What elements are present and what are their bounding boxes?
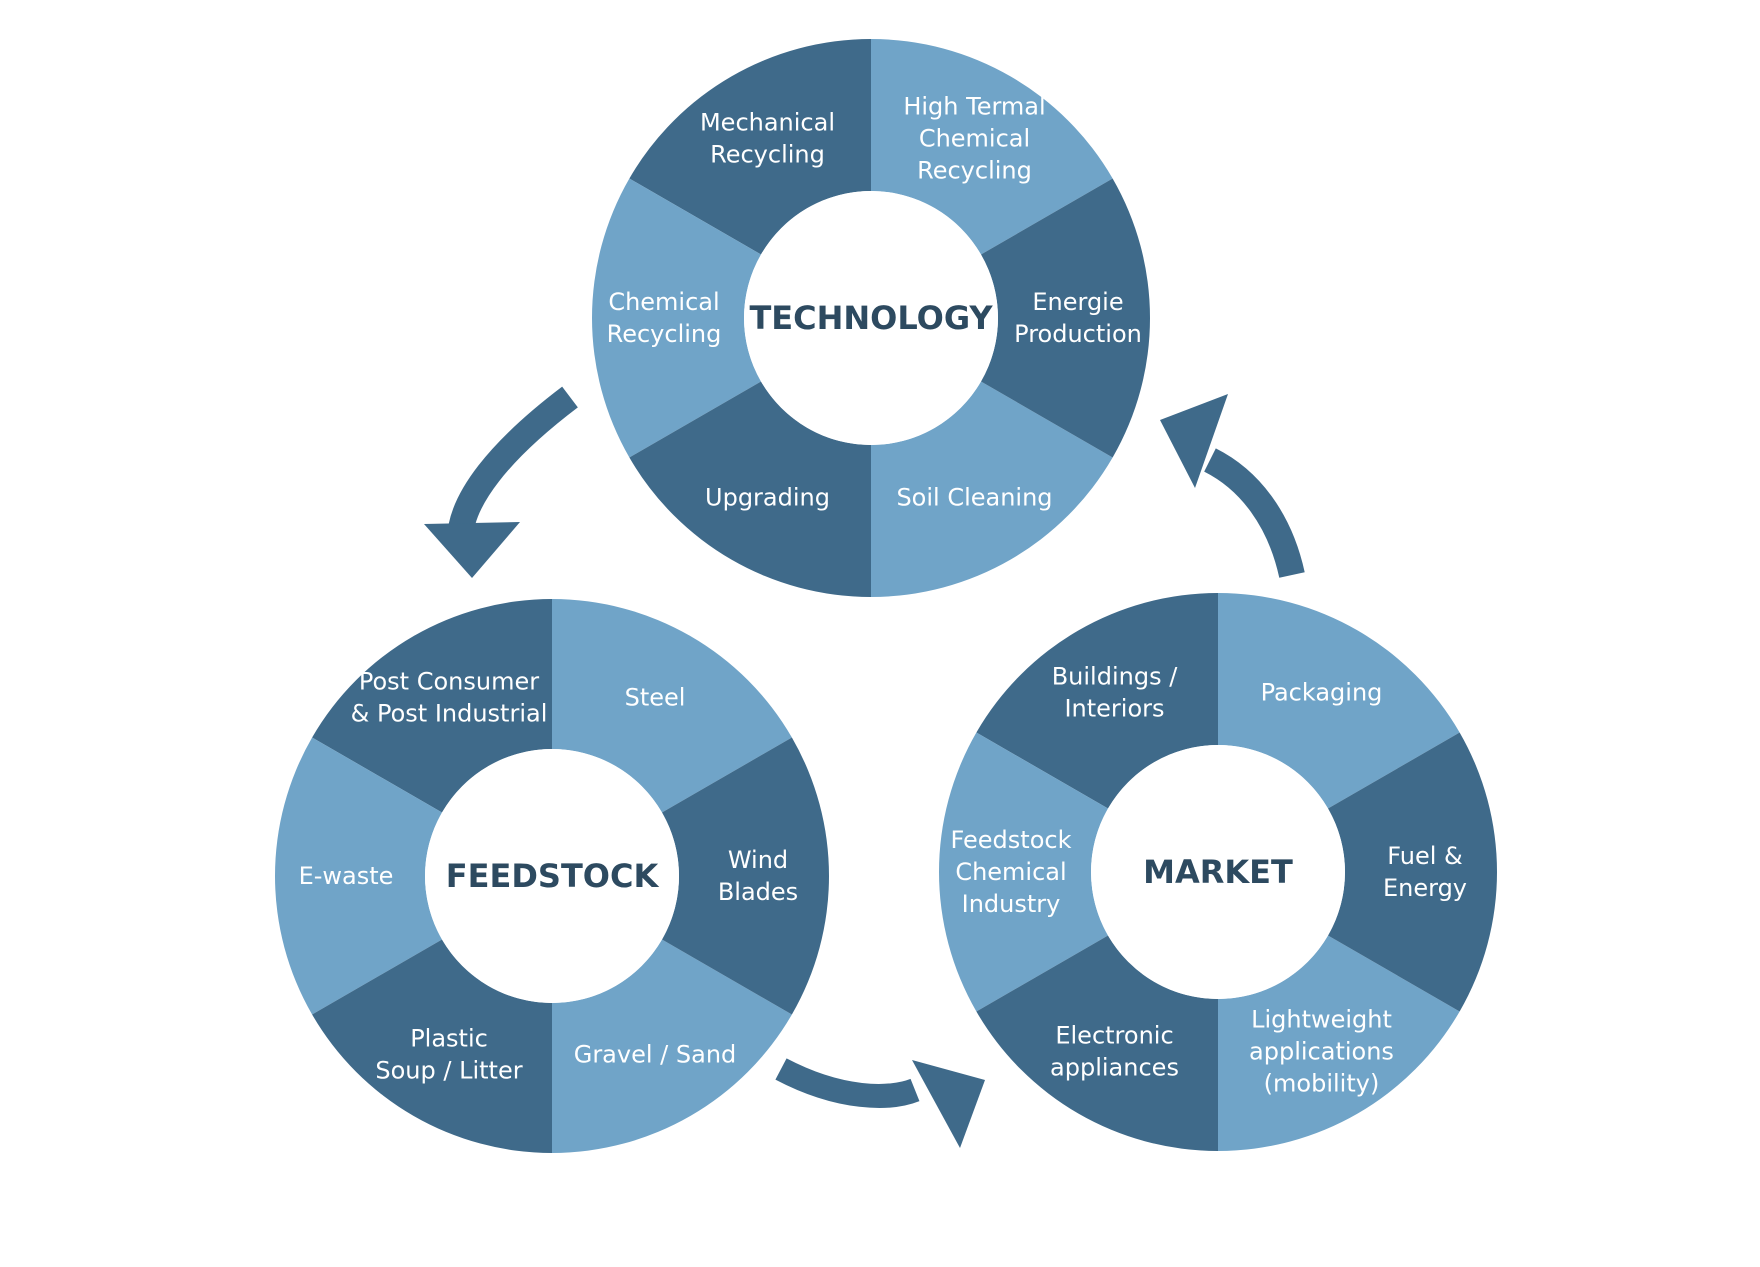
- segment-feedstock-1: [312, 599, 552, 813]
- segment-label-line: High Termal: [903, 93, 1045, 121]
- segment-technology-0: [871, 39, 1113, 255]
- segment-label: Buildings / Interiors: [1052, 663, 1178, 723]
- segment-label-line: Energie: [1032, 288, 1123, 316]
- segment-label-line: Packaging: [1261, 679, 1383, 707]
- hub-technology: [744, 191, 998, 445]
- segment-label-line: Wind: [728, 846, 788, 874]
- segment-label: Electronic appliances: [1050, 1021, 1179, 1081]
- segment-label: Upgrading: [705, 483, 830, 511]
- segment-market-3: [976, 935, 1218, 1151]
- segment-label-line: Interiors: [1064, 695, 1164, 723]
- segment-market-4: [1218, 935, 1460, 1151]
- arrow-technology-to-feedstock: [424, 386, 578, 578]
- segment-label-line: Buildings /: [1052, 663, 1178, 691]
- cycle-feedstock: Steel Post Consumer & Post IndustrialE-was…: [275, 599, 829, 1153]
- segment-label-line: Chemical: [919, 125, 1030, 153]
- arrow-market-to-technology: [1160, 394, 1305, 578]
- segment-label-line: Soup / Litter: [375, 1056, 522, 1084]
- hub-title: MARKET: [1143, 853, 1293, 891]
- segment-technology-1: [629, 39, 871, 255]
- segment-feedstock-3: [312, 939, 552, 1153]
- segment-label-line: Fuel &: [1387, 842, 1462, 870]
- segment-label-line: Steel: [625, 684, 686, 712]
- segment-label: Packaging: [1261, 679, 1383, 707]
- segment-label-line: Energy: [1383, 874, 1467, 902]
- arrow-feedstock-to-market: [775, 1058, 985, 1148]
- segment-technology-3: [629, 381, 871, 597]
- segment-feedstock-5: [661, 737, 829, 1015]
- segment-market-0: [1218, 593, 1460, 809]
- segment-label: Lightweight applications (mobility): [1249, 1005, 1394, 1097]
- segment-label-line: Chemical: [608, 288, 719, 316]
- segment-label-line: Mechanical: [700, 109, 835, 137]
- segment-label-line: Industry: [962, 890, 1061, 918]
- hub-feedstock: [425, 749, 679, 1003]
- segment-market-2: [939, 732, 1109, 1012]
- segment-label-line: Recycling: [607, 320, 722, 348]
- segment-label-line: Plastic: [410, 1024, 488, 1052]
- segment-label-line: Recycling: [710, 141, 825, 169]
- segment-label-line: Gravel / Sand: [574, 1040, 737, 1068]
- hub-market: [1091, 745, 1345, 999]
- segment-label-line: Blades: [718, 878, 798, 906]
- segment-label-line: Post Consumer: [359, 668, 539, 696]
- segment-label: Post Consumer & Post Industrial: [351, 668, 548, 728]
- segment-label-line: Lightweight: [1251, 1005, 1392, 1033]
- segment-label-line: applications: [1249, 1037, 1394, 1065]
- segment-label: Steel: [625, 684, 686, 712]
- segment-technology-2: [592, 178, 762, 458]
- flow-arrows: [424, 386, 1305, 1148]
- hub-title: TECHNOLOGY: [749, 299, 993, 337]
- segment-feedstock-2: [275, 737, 443, 1015]
- segment-label-line: & Post Industrial: [351, 700, 548, 728]
- segment-label-line: Electronic: [1055, 1021, 1173, 1049]
- segment-label: Gravel / Sand: [574, 1040, 737, 1068]
- segment-label-line: Chemical: [955, 858, 1066, 886]
- segment-label: Soil Cleaning: [896, 483, 1052, 511]
- segment-label-line: Upgrading: [705, 483, 830, 511]
- segment-label-line: E-waste: [299, 862, 394, 890]
- segment-label: Fuel & Energy: [1383, 842, 1467, 902]
- segment-market-5: [1327, 732, 1497, 1012]
- segment-feedstock-0: [552, 599, 792, 813]
- segment-market-1: [976, 593, 1218, 809]
- segment-label-line: Feedstock: [951, 826, 1072, 854]
- segment-label-line: Production: [1014, 320, 1142, 348]
- segment-label-line: appliances: [1050, 1053, 1179, 1081]
- segment-label-line: Recycling: [917, 157, 1032, 185]
- segment-label: E-waste: [299, 862, 394, 890]
- segment-label-line: Soil Cleaning: [896, 483, 1052, 511]
- segment-technology-5: [980, 178, 1150, 458]
- hub-title: FEEDSTOCK: [446, 857, 660, 895]
- segment-feedstock-4: [552, 939, 792, 1153]
- segment-technology-4: [871, 381, 1113, 597]
- segment-label-line: (mobility): [1264, 1069, 1380, 1097]
